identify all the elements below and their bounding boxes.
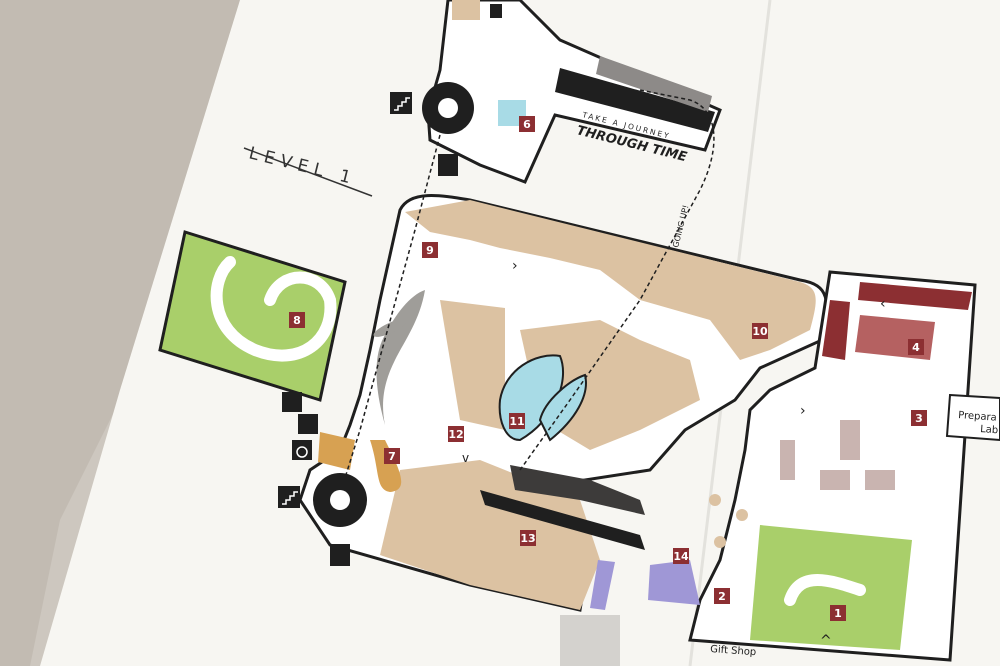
upper-stairs-glyph [394, 97, 410, 111]
exhibit-marker-box [908, 339, 924, 355]
arrow-icon-1: › [512, 258, 518, 274]
exhibit-1-path [784, 574, 866, 606]
exit-icon [282, 392, 302, 412]
exhibit-marker-10: 10 [752, 323, 768, 339]
upper-spiral-core [438, 98, 458, 118]
marine-reptile-figure [376, 290, 425, 425]
exhibit-marker-11: 11 [509, 413, 525, 429]
exhibit-marker-box [509, 413, 525, 429]
exhibit-marker-number: 9 [426, 244, 434, 257]
exhibit-marker-number: 10 [752, 325, 768, 338]
exhibit-marker-8: 8 [289, 312, 305, 328]
marine-reptile-fin [373, 319, 407, 337]
exhibit-7-curve [370, 440, 402, 492]
upper-stairs-icon [390, 92, 412, 114]
exhibit-11-pool-inner [538, 373, 587, 442]
purple-room-small [590, 560, 615, 610]
exhibit-7-tan-l [318, 432, 355, 470]
accessible-icon [292, 440, 312, 460]
exhibit-marker-box [422, 242, 438, 258]
exhibit-marker-13: 13 [520, 530, 536, 546]
exhibit-marker-number: 3 [915, 412, 923, 425]
ramp-walkway [510, 465, 645, 515]
exhibit-marker-1: 1 [830, 605, 846, 621]
exhibit-marker-number: 12 [448, 428, 463, 441]
arrow-icon-4: ^ [820, 633, 832, 649]
upper-elevator-icon [438, 154, 458, 176]
exhibit-marker-4: 4 [908, 339, 924, 355]
main-tan-floor-west [440, 300, 505, 430]
exhibit-marker-box [289, 312, 305, 328]
prep-lab-outline [945, 393, 1000, 442]
exhibit-marker-number: 14 [673, 550, 689, 563]
exhibit-marker-box [911, 410, 927, 426]
exhibit-marker-14: 14 [673, 548, 689, 564]
stair-connect-route [344, 134, 441, 479]
exhibit-marker-3: 3 [911, 410, 927, 426]
exhibit-marker-number: 6 [523, 118, 531, 131]
prep-lab-label-line2: Lab [980, 424, 999, 436]
arrow-icon-2: ‹ [880, 296, 886, 312]
exhibit-marker-number: 4 [912, 341, 920, 354]
exhibit-marker-number: 11 [509, 415, 524, 428]
arrow-icon-3: › [800, 403, 806, 419]
upper-room-tan [452, 0, 480, 20]
stairs-icon [278, 486, 300, 508]
east-room-mauve-1 [840, 420, 860, 460]
exhibit-marker-box [830, 605, 846, 621]
exhibit-marker-number: 13 [520, 532, 535, 545]
stairs-glyph [282, 491, 298, 505]
east-room-mauve-4 [780, 440, 795, 480]
east-room-maroon-left [822, 300, 850, 360]
upper-room-dark [490, 4, 502, 18]
elevator-icon [330, 544, 350, 566]
gift-shop-label: Gift Shop [710, 644, 757, 658]
east-room-tan-dot-1 [709, 494, 721, 506]
upper-walkway-band [555, 68, 715, 132]
exhibit-marker-2: 2 [714, 588, 730, 604]
accessible-glyph [296, 446, 308, 458]
exhibit-marker-7: 7 [384, 448, 400, 464]
exhibit-marker-number: 7 [388, 450, 396, 463]
exhibit-marker-box [752, 323, 768, 339]
east-room-mauve-2 [820, 470, 850, 490]
exhibit-marker-box [714, 588, 730, 604]
restroom-icon [298, 414, 318, 434]
main-tan-floor-south [380, 460, 600, 610]
prep-lab-label-line1: Prepara [958, 410, 997, 424]
bottom-room-gray [560, 615, 620, 666]
exhibit-marker-6: 6 [519, 116, 535, 132]
arrow-icon-5: v [462, 451, 469, 465]
exhibit-marker-box [520, 530, 536, 546]
going-up-route [519, 89, 715, 471]
lower-spiral-core [330, 490, 350, 510]
east-room-mauve-3 [865, 470, 895, 490]
exhibit-marker-box [448, 426, 464, 442]
exhibit-marker-9: 9 [422, 242, 438, 258]
exhibit-14-purple [648, 560, 700, 605]
exhibit-marker-number: 8 [293, 314, 301, 327]
exhibit-marker-12: 12 [448, 426, 464, 442]
east-room-maroon-top [858, 282, 972, 310]
exhibit-marker-number: 1 [834, 607, 842, 620]
main-tan-floor-north [405, 200, 816, 360]
east-room-tan-dot-3 [714, 536, 726, 548]
exhibit-marker-box [673, 548, 689, 564]
lower-walkway-band [480, 490, 645, 550]
exhibit-marker-box [384, 448, 400, 464]
east-room-tan-dot-2 [736, 509, 748, 521]
exhibit-8-path [210, 256, 337, 362]
exhibit-marker-box [519, 116, 535, 132]
level-label-underline [243, 147, 373, 197]
exhibit-marker-number: 2 [718, 590, 726, 603]
